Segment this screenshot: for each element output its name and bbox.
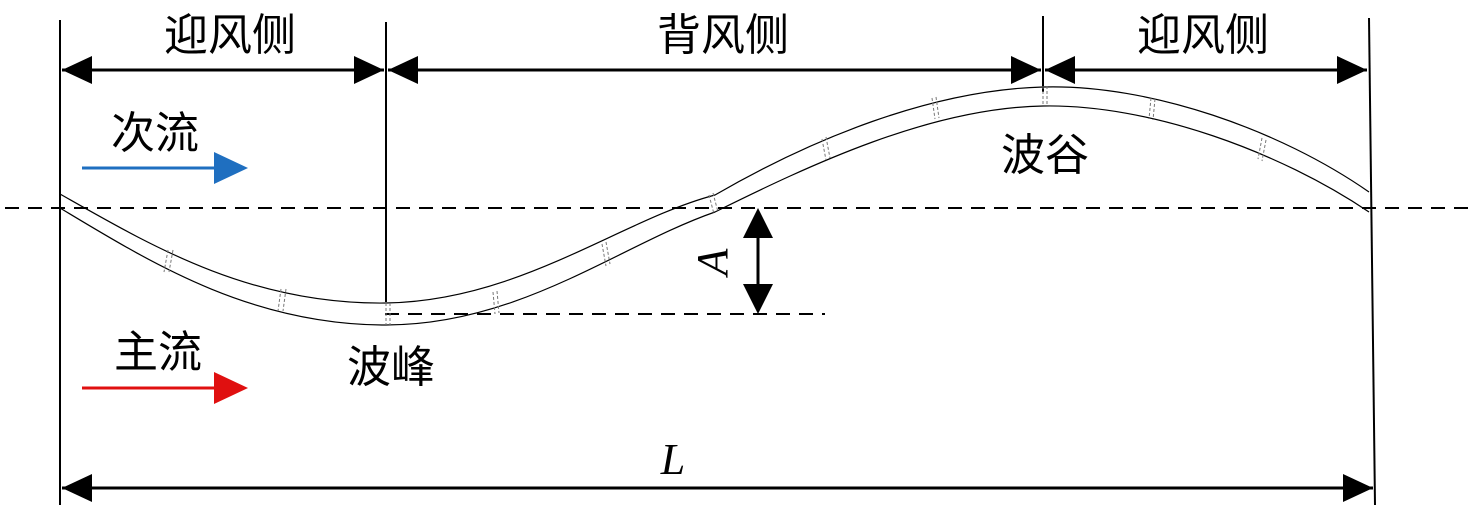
channel-lower-wall <box>59 105 1370 326</box>
windward-left-dimension <box>62 56 384 84</box>
main-flow-arrow <box>82 372 248 404</box>
windward-right-dimension <box>1045 56 1367 84</box>
secondary-flow-label: 次流 <box>111 108 199 159</box>
wavy-channel <box>59 86 1370 326</box>
amplitude-label: A <box>688 247 737 278</box>
right-boundary-line <box>1368 17 1376 506</box>
main-flow-label: 主流 <box>114 327 202 378</box>
leeward-label: 背风侧 <box>657 10 789 61</box>
amplitude-dimension <box>743 208 773 314</box>
trough-label: 波谷 <box>1001 130 1089 181</box>
wavelength-dimension <box>62 474 1373 502</box>
crest-label: 波峰 <box>347 342 435 393</box>
windward-left-label: 迎风侧 <box>164 10 296 61</box>
windward-right-label: 迎风侧 <box>1137 10 1269 61</box>
secondary-flow-arrow <box>82 152 248 184</box>
wavelength-label: L <box>660 435 685 484</box>
leeward-dimension <box>388 56 1041 84</box>
channel-upper-wall <box>59 86 1370 304</box>
channel-segment-marks <box>163 86 1267 325</box>
